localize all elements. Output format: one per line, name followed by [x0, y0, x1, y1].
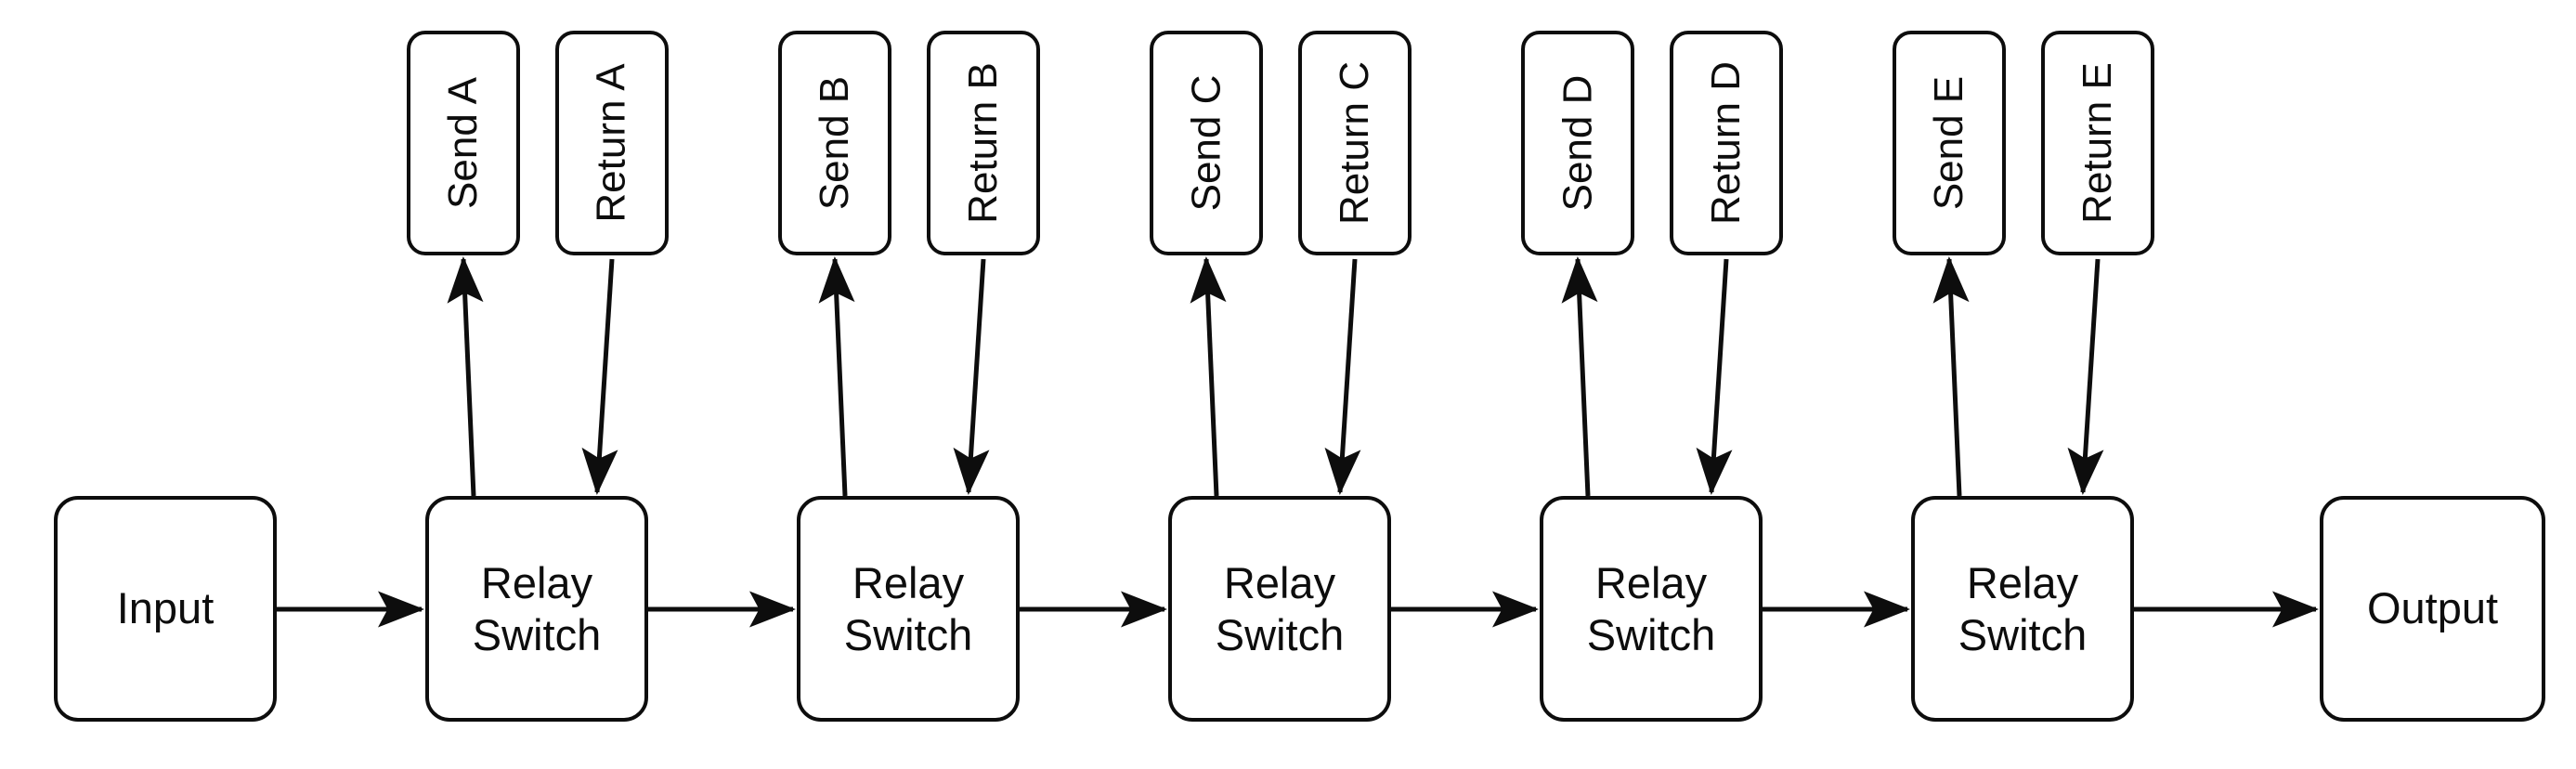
input-node-label: Input	[116, 583, 215, 633]
return-arrow-3	[1324, 258, 1361, 495]
return-port-node-return-a[interactable]: Return A	[555, 31, 669, 255]
port-node-label: Return D	[1703, 60, 1750, 226]
port-node-label: Return B	[960, 62, 1007, 224]
return-port-node-return-e[interactable]: Return E	[2041, 31, 2154, 255]
input-node[interactable]: Input	[54, 496, 277, 722]
port-node-label: Return E	[2075, 62, 2121, 224]
output-node-label: Output	[2366, 583, 2499, 633]
port-node-label: Return A	[589, 63, 634, 223]
relay-switch-node-label: Relay Switch	[472, 558, 602, 659]
return-port-node-return-d[interactable]: Return D	[1670, 31, 1783, 255]
output-node[interactable]: Output	[2320, 496, 2545, 722]
send-port-node-send-c[interactable]: Send C	[1150, 31, 1263, 255]
port-node-label: Send E	[1926, 75, 1971, 211]
return-wire-group	[581, 258, 2104, 495]
relay-switch-node-5[interactable]: Relay Switch	[1911, 496, 2134, 722]
return-arrow-1	[581, 258, 618, 495]
send-arrow-1	[447, 256, 484, 497]
port-node-label: Send A	[440, 77, 486, 209]
return-arrow-4	[1696, 258, 1733, 495]
port-node-label: Send C	[1183, 74, 1229, 212]
relay-switch-node-label: Relay Switch	[843, 558, 973, 659]
send-arrow-2	[818, 256, 855, 497]
return-port-node-return-c[interactable]: Return C	[1298, 31, 1412, 255]
return-arrow-2	[953, 258, 990, 495]
relay-switch-node-3[interactable]: Relay Switch	[1168, 496, 1391, 722]
port-node-label: Send D	[1555, 74, 1601, 212]
send-arrow-3	[1190, 256, 1227, 497]
send-port-node-send-b[interactable]: Send B	[778, 31, 891, 255]
port-node-label: Send B	[812, 75, 857, 211]
return-port-node-return-b[interactable]: Return B	[927, 31, 1040, 255]
send-arrow-5	[1932, 256, 1970, 497]
return-arrow-5	[2067, 258, 2104, 495]
send-port-node-send-e[interactable]: Send E	[1893, 31, 2006, 255]
relay-switch-node-4[interactable]: Relay Switch	[1540, 496, 1763, 722]
relay-switch-node-2[interactable]: Relay Switch	[797, 496, 1020, 722]
relay-switch-node-label: Relay Switch	[1958, 558, 2088, 659]
port-node-label: Return C	[1332, 60, 1378, 226]
send-wire-group	[447, 256, 1970, 497]
send-port-node-send-a[interactable]: Send A	[407, 31, 520, 255]
relay-switch-node-label: Relay Switch	[1215, 558, 1345, 659]
relay-switch-node-label: Relay Switch	[1586, 558, 1716, 659]
send-port-node-send-d[interactable]: Send D	[1521, 31, 1634, 255]
relay-switch-node-1[interactable]: Relay Switch	[425, 496, 648, 722]
send-arrow-4	[1561, 256, 1598, 497]
